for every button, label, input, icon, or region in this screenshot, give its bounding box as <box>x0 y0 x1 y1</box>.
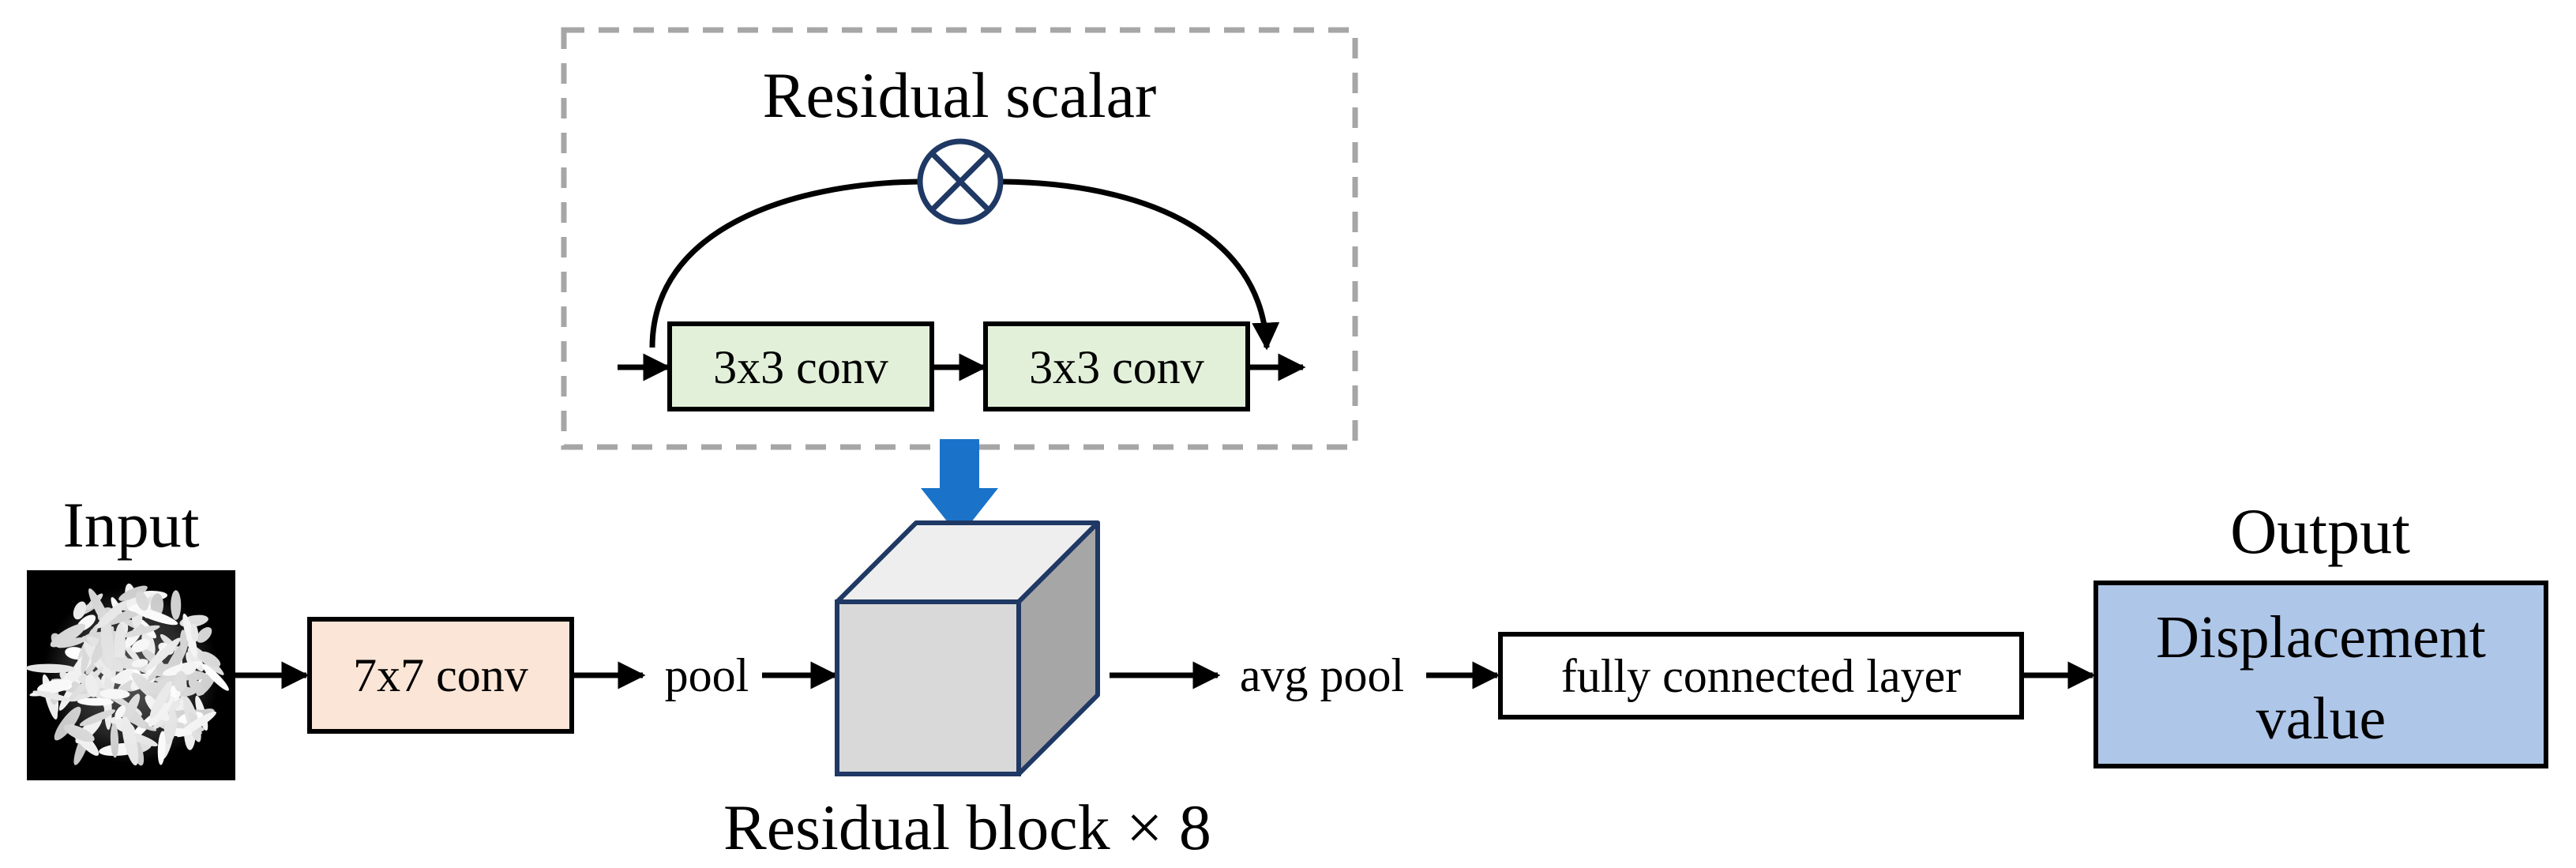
skip-connection-arc <box>649 178 921 348</box>
output-label: Output <box>2230 495 2410 567</box>
conv3-box-b <box>983 321 1250 411</box>
fc-layer-label: fully connected layer <box>1561 650 1961 702</box>
avg-pool-label: avg pool <box>1240 649 1404 701</box>
pool-label: pool <box>665 649 749 701</box>
speckle-pattern-image <box>25 570 235 780</box>
residual-block-label: Residual block × 8 <box>723 791 1211 863</box>
circled-times-icon <box>917 138 1004 225</box>
conv3-b-label: 3x3 conv <box>1029 341 1204 393</box>
output-box-line1: Displacement <box>2156 604 2486 671</box>
conv3-a-label: 3x3 conv <box>713 341 888 393</box>
residual-block-cube <box>835 520 1100 776</box>
conv3-box-a <box>667 321 934 411</box>
output-box <box>2093 581 2548 768</box>
skip-connection-arc-return <box>1002 178 1280 351</box>
down-arrow-icon <box>921 439 998 537</box>
input-label: Input <box>62 489 199 561</box>
fc-layer-box <box>1498 632 2024 720</box>
output-box-line2: value <box>2256 686 2386 752</box>
residual-scalar-label: Residual scalar <box>763 59 1157 131</box>
conv7-label: 7x7 conv <box>353 649 528 701</box>
